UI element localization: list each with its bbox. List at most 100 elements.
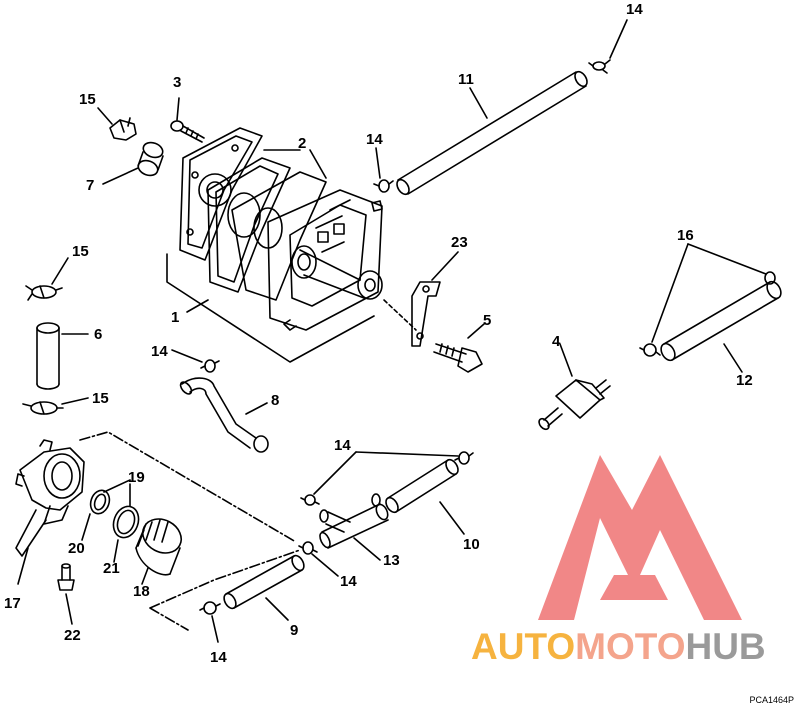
leader-line bbox=[171, 349, 203, 363]
o-ring-part-20-icon bbox=[89, 489, 111, 515]
callout-1: 1 bbox=[171, 309, 180, 326]
leader-line bbox=[353, 537, 381, 561]
clamp-part-14-mid-icon bbox=[200, 359, 220, 373]
watermark-part-auto: AUTO bbox=[471, 626, 576, 667]
hose-part-12-icon bbox=[660, 280, 782, 362]
clamp-part-14-top-icon bbox=[588, 59, 611, 74]
clamp-part-16-left-icon bbox=[639, 343, 661, 357]
callout-15-mid: 15 bbox=[72, 243, 89, 260]
fuel-pump-body-icon bbox=[179, 127, 383, 331]
callout-3: 3 bbox=[173, 74, 182, 91]
screw-part-22-icon bbox=[57, 563, 75, 591]
watermark-text: AUTOMOTOHUB bbox=[471, 626, 766, 668]
callout-14-top: 14 bbox=[626, 1, 643, 18]
leader-line bbox=[469, 87, 488, 119]
callout-10: 10 bbox=[463, 536, 480, 553]
filter-element-part-18-icon bbox=[135, 518, 182, 576]
leader-line bbox=[723, 343, 743, 373]
callout-14-mid: 14 bbox=[151, 343, 168, 360]
leader-line bbox=[97, 107, 113, 125]
callout-7: 7 bbox=[86, 177, 95, 194]
figure-code: PCA1464P bbox=[749, 695, 794, 705]
leader-line bbox=[383, 299, 417, 331]
callout-4: 4 bbox=[552, 333, 561, 350]
leader-line bbox=[17, 547, 29, 585]
callout-8: 8 bbox=[271, 392, 280, 409]
clamp-part-14-bottom-icon bbox=[199, 601, 221, 615]
clamp-part-14-upper-icon bbox=[373, 179, 394, 193]
assembly-bracket-line bbox=[166, 253, 375, 363]
assembly-bracket-line bbox=[79, 431, 301, 631]
clamp-part-15-low-icon bbox=[22, 401, 64, 415]
callout-21: 21 bbox=[103, 560, 120, 577]
callout-19: 19 bbox=[128, 469, 145, 486]
leader-line bbox=[113, 539, 119, 563]
fuel-filter-part-4-icon bbox=[538, 379, 611, 431]
clamp-part-14-lower-icon bbox=[298, 541, 318, 555]
leader-line bbox=[265, 597, 289, 621]
callout-12: 12 bbox=[736, 372, 753, 389]
leader-line bbox=[61, 397, 89, 405]
callout-15-low: 15 bbox=[92, 390, 109, 407]
leader-line bbox=[439, 501, 465, 535]
clamp-part-14-right-icon bbox=[454, 451, 474, 465]
leader-line bbox=[467, 323, 485, 339]
leader-line bbox=[355, 451, 459, 457]
callout-13: 13 bbox=[383, 552, 400, 569]
filter-base-part-17-icon bbox=[15, 439, 85, 557]
clamp-part-14-left-icon bbox=[300, 494, 320, 506]
leader-line bbox=[309, 149, 327, 179]
callout-17: 17 bbox=[4, 595, 21, 612]
callout-23: 23 bbox=[451, 234, 468, 251]
callout-14-upper: 14 bbox=[366, 131, 383, 148]
callout-15-top: 15 bbox=[79, 91, 96, 108]
gasket-part-21-icon bbox=[112, 505, 140, 539]
leader-line bbox=[141, 567, 149, 585]
hose-part-8-icon bbox=[179, 377, 269, 453]
callout-6: 6 bbox=[94, 326, 103, 343]
leader-line bbox=[313, 451, 357, 495]
tee-fitting-part-13-icon bbox=[319, 493, 389, 549]
clamp-part-16-right-icon bbox=[764, 271, 776, 285]
callout-16: 16 bbox=[677, 227, 694, 244]
screw-part-3-icon bbox=[170, 120, 205, 143]
leader-line bbox=[245, 402, 268, 415]
leader-line bbox=[375, 147, 381, 179]
leader-line bbox=[431, 251, 459, 281]
callout-14-lower: 14 bbox=[340, 573, 357, 590]
leader-line bbox=[102, 167, 139, 185]
hose-part-9-icon bbox=[223, 554, 305, 610]
fitting-part-7-icon bbox=[137, 141, 164, 177]
leader-line bbox=[609, 19, 628, 59]
callout-18: 18 bbox=[133, 583, 150, 600]
callout-14-pair: 14 bbox=[334, 437, 351, 454]
watermark-part-hub: HUB bbox=[685, 626, 766, 667]
clamp-part-15-mid-icon bbox=[25, 285, 63, 301]
leader-line bbox=[65, 593, 73, 625]
callout-9: 9 bbox=[290, 622, 299, 639]
callout-11: 11 bbox=[458, 71, 474, 88]
leader-line bbox=[559, 343, 573, 377]
hose-part-6-icon bbox=[36, 322, 60, 390]
leader-line bbox=[651, 243, 689, 343]
leader-line bbox=[687, 243, 767, 275]
leader-line bbox=[211, 615, 219, 643]
callout-20: 20 bbox=[68, 540, 85, 557]
leader-line bbox=[186, 299, 209, 313]
bolt-part-5-icon bbox=[433, 343, 483, 373]
callout-14-bottom: 14 bbox=[210, 649, 227, 666]
callout-5: 5 bbox=[483, 312, 492, 329]
bracket-part-23-icon bbox=[411, 281, 441, 347]
hose-part-10-icon bbox=[385, 458, 459, 514]
leader-line bbox=[81, 513, 91, 541]
callout-22: 22 bbox=[64, 627, 81, 644]
watermark-logo-icon bbox=[538, 455, 742, 620]
hose-part-11-icon bbox=[396, 70, 588, 196]
watermark-part-moto: MOTO bbox=[575, 626, 686, 667]
leader-line bbox=[51, 257, 69, 285]
leader-line bbox=[103, 479, 131, 493]
leader-line bbox=[176, 97, 180, 121]
callout-2: 2 bbox=[298, 135, 307, 152]
clamp-part-15-top-icon bbox=[109, 117, 137, 141]
